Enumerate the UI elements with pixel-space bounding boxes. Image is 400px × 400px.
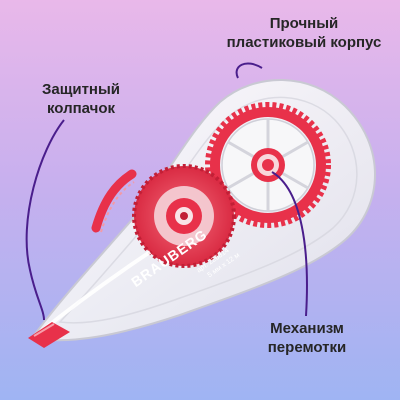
take-up-gear xyxy=(205,102,331,228)
label-line: колпачок xyxy=(46,100,116,117)
leader-line-body xyxy=(235,62,263,79)
leader-line-cap xyxy=(25,119,65,321)
label-line: пластиковый корпус xyxy=(226,34,382,51)
label-rewind-mechanism: Механизм перемотки xyxy=(248,319,366,357)
label-durable-body: Прочный пластиковый корпус xyxy=(219,14,389,52)
label-line: Механизм xyxy=(270,320,344,337)
leader-line-mechanism xyxy=(271,171,308,317)
protective-cap xyxy=(28,322,70,348)
label-line: Прочный xyxy=(269,15,339,32)
label-line: Защитный xyxy=(41,81,121,98)
grip-ridges xyxy=(91,169,137,233)
label-protective-cap: Защитный колпачок xyxy=(26,80,136,118)
supply-reel xyxy=(132,164,236,268)
label-line: перемотки xyxy=(267,339,347,356)
